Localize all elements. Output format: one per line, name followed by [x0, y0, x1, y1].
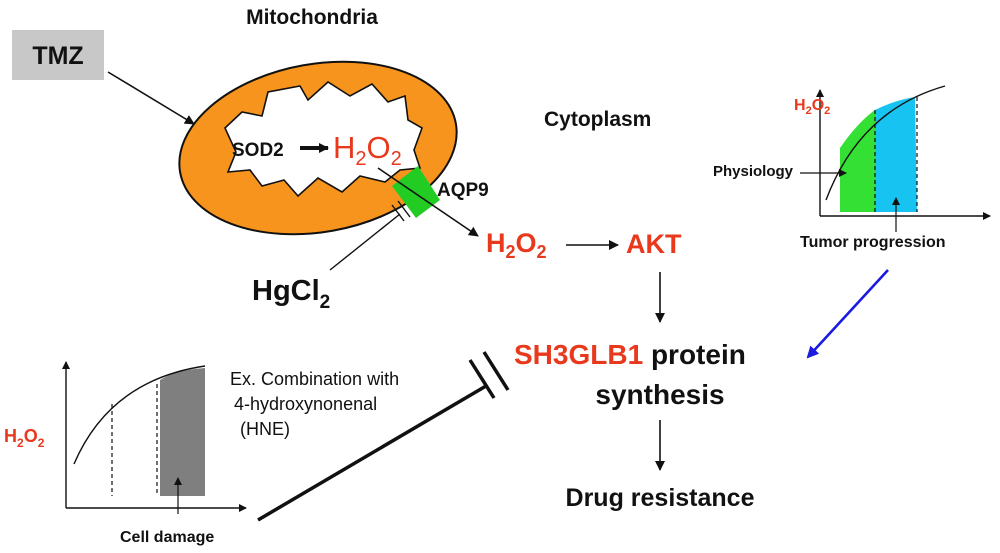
hgcl2-label: HgCl2	[252, 275, 330, 313]
combination-line-1: Ex. Combination with	[230, 369, 399, 389]
cell-damage-area	[160, 368, 205, 496]
tumor-to-synthesis-arrow	[806, 269, 889, 359]
mitochondria-title: Mitochondria	[246, 6, 378, 29]
cytoplasm-label: Cytoplasm	[544, 108, 651, 131]
akt-label: AKT	[626, 229, 682, 259]
hne-inhibition-bar-2	[482, 351, 510, 391]
aqp9-channel	[392, 166, 440, 218]
tmz-arrow	[107, 71, 195, 125]
mitochondria-inner	[224, 80, 423, 198]
tumor-progression-label: Tumor progression	[800, 234, 946, 251]
h2o2-export-arrow	[377, 167, 479, 237]
damage-graph-h2o2-label: H2O2	[4, 426, 45, 450]
hgcl2-inhibition-bar-1	[391, 204, 405, 222]
combination-line-2: 4-hydroxynonenal	[234, 394, 377, 414]
cytoplasm-h2o2-label: H2O2	[486, 228, 547, 262]
tumor-progression-area	[875, 97, 917, 212]
sod2-label: SOD2	[232, 140, 284, 161]
synthesis-label: synthesis	[595, 379, 724, 410]
drug-resistance-label: Drug resistance	[566, 484, 755, 512]
hne-inhibition-line	[257, 384, 487, 522]
physiology-area	[840, 110, 875, 212]
tumor-curve	[825, 85, 946, 201]
physiology-label: Physiology	[713, 163, 794, 180]
damage-curve	[73, 365, 206, 465]
hgcl2-inhibition-line	[329, 213, 401, 271]
hne-inhibition-bar-1	[468, 359, 496, 399]
cell-damage-label: Cell damage	[120, 529, 214, 546]
sh3glb1-label: SH3GLB1 protein	[514, 339, 746, 370]
mito-h2o2-label: H2O2	[333, 130, 402, 170]
cell-damage-graph: H2O2 Cell damage	[4, 361, 247, 546]
tumor-graph-h2o2-label: H2O2	[794, 97, 830, 117]
tmz-label: TMZ	[32, 42, 83, 70]
tmz-box	[12, 30, 104, 80]
hgcl2-inhibition-bar-2	[397, 200, 411, 218]
combination-line-3: (HNE)	[240, 419, 290, 439]
aqp9-label: AQP9	[437, 180, 489, 201]
tumor-graph: H2O2 Physiology Tumor progression	[713, 85, 991, 251]
